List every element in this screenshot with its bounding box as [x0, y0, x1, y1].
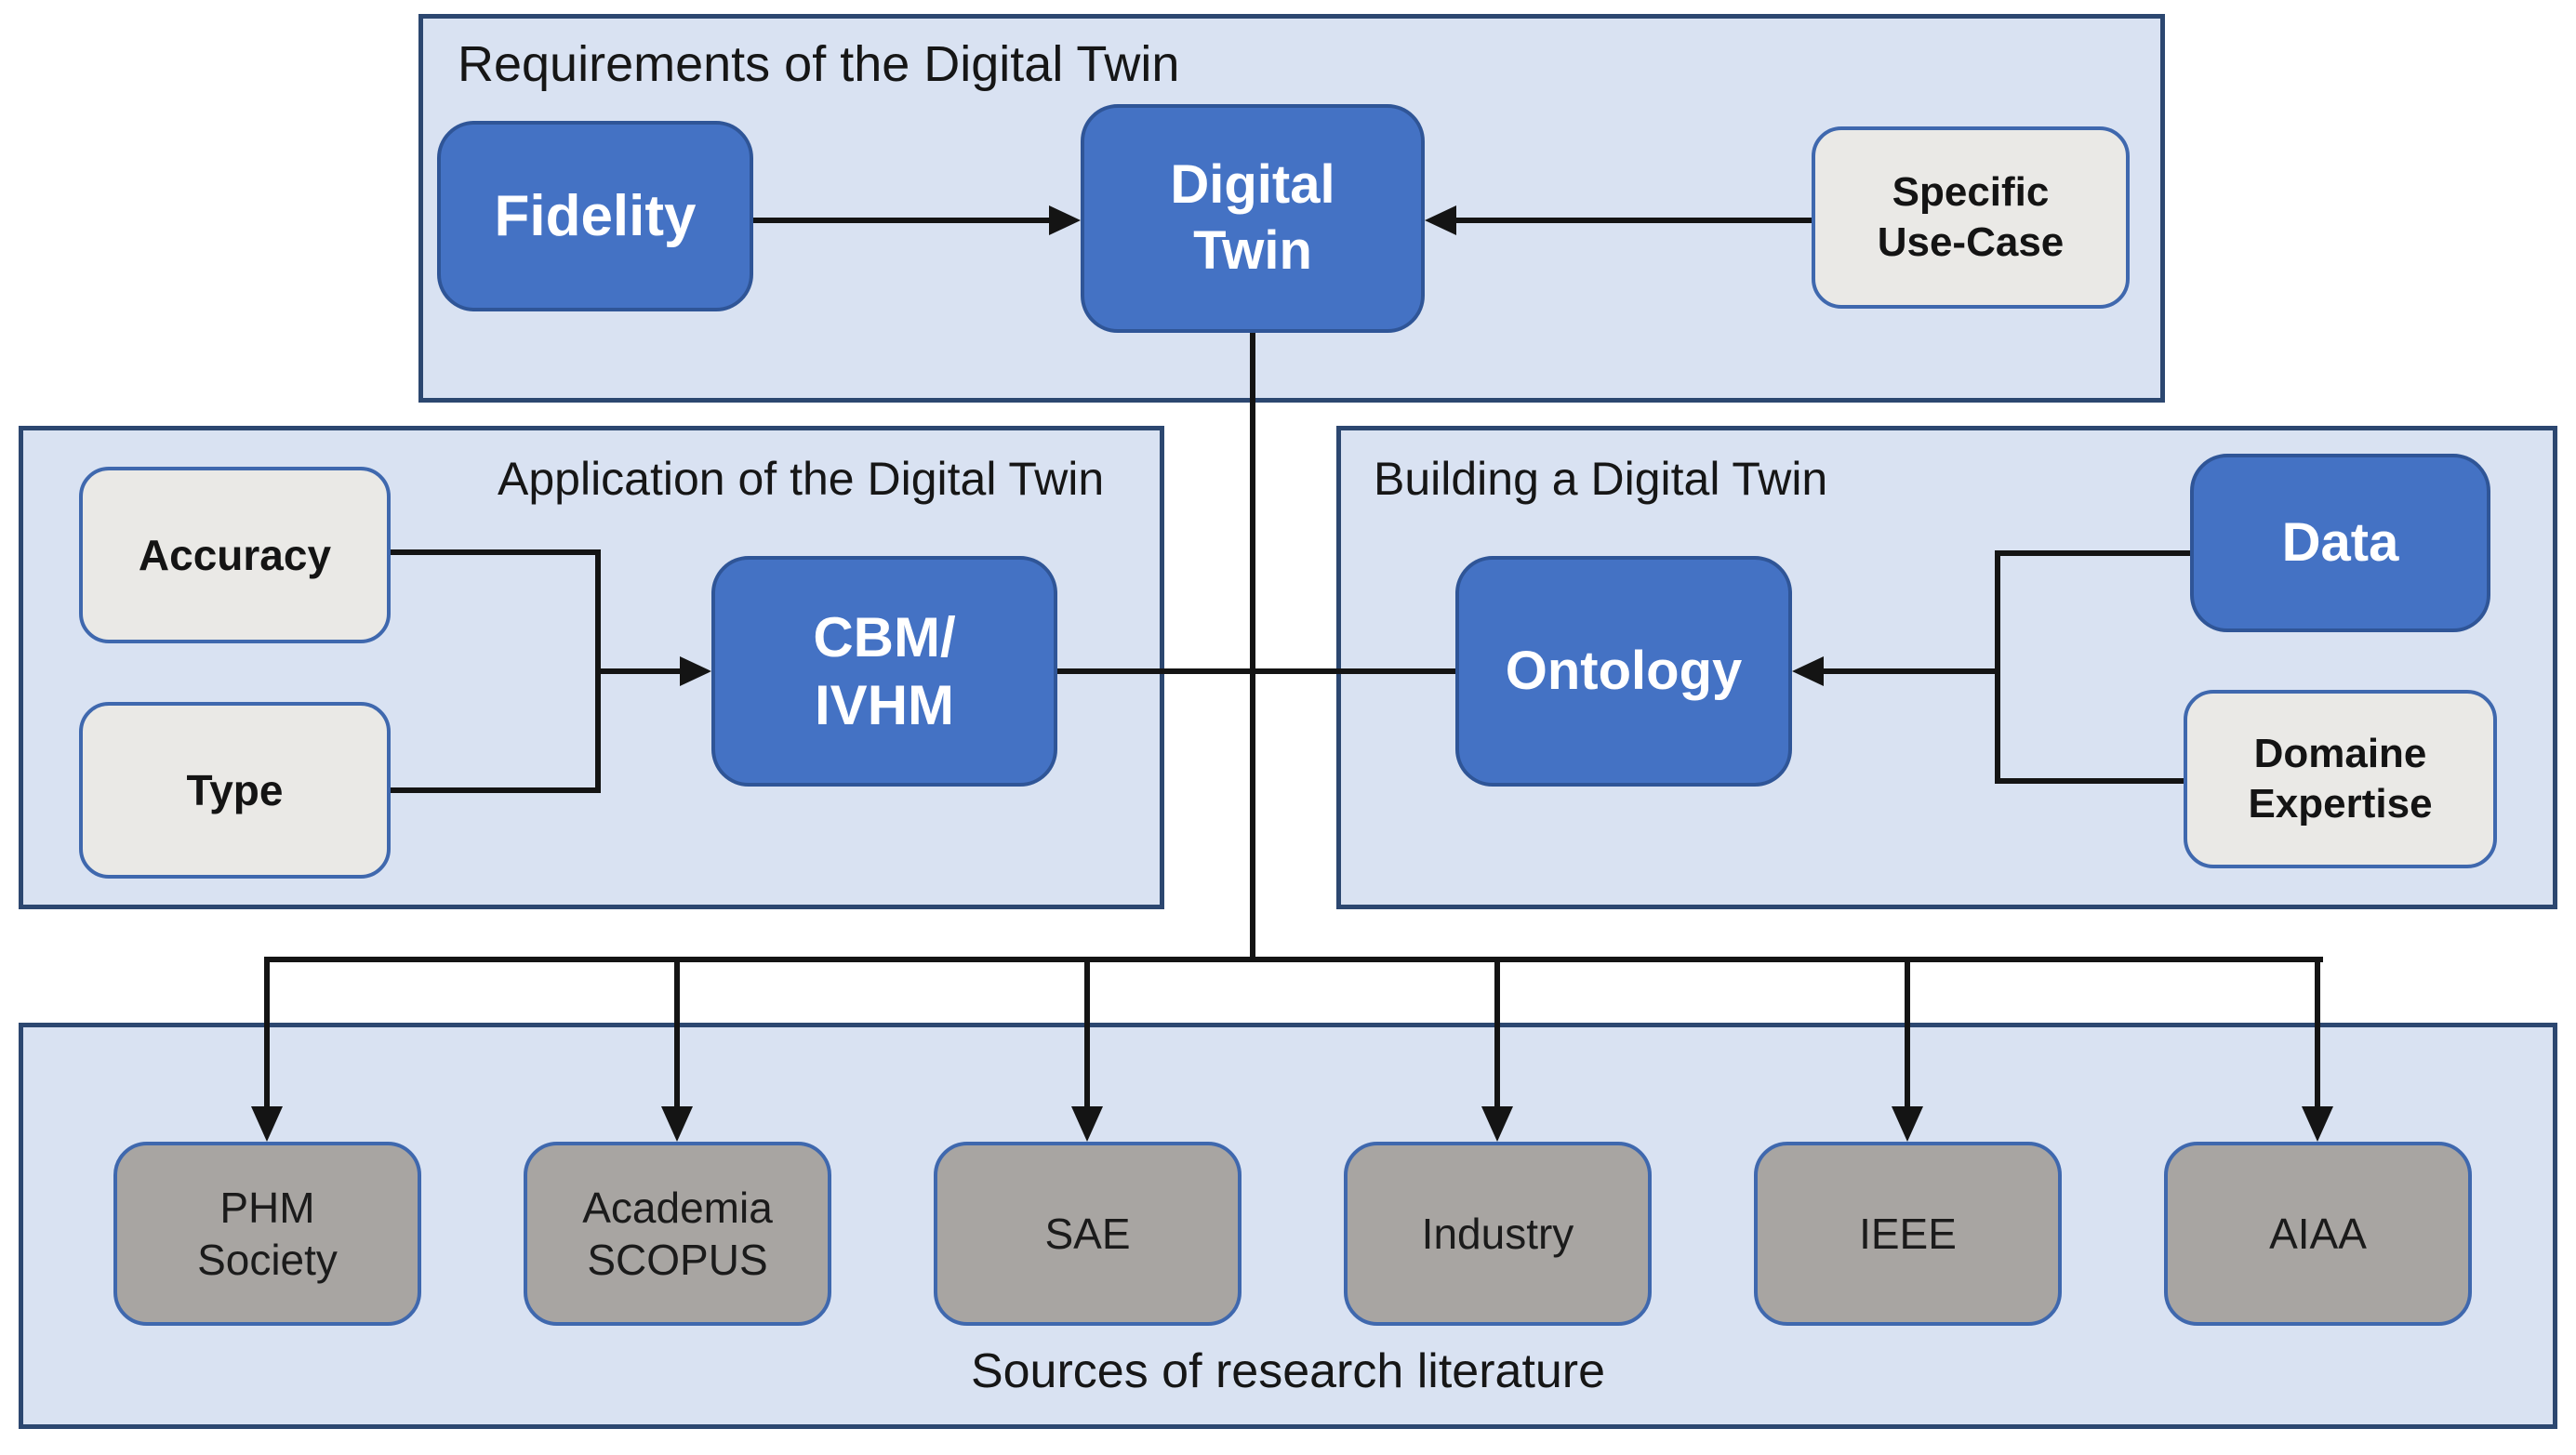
connector-fidelity-to-digitaltwin: [753, 218, 1053, 223]
arrowhead-into-digitaltwin-right: [1425, 205, 1456, 235]
accuracy-box: Accuracy: [79, 467, 391, 643]
sources-caption: Sources of research literature: [970, 1344, 1606, 1398]
connector-drop-sae: [1084, 957, 1090, 1108]
connector-drop-aiaa: [2315, 957, 2320, 1108]
source-box-phm-society: PHM Society: [113, 1142, 421, 1326]
type-box: Type: [79, 702, 391, 879]
connector-merge-to-ontology: [1824, 668, 2000, 674]
connector-usecase-to-digitaltwin: [1456, 218, 1813, 223]
source-box-ieee: IEEE: [1754, 1142, 2062, 1326]
digital-twin-box: Digital Twin: [1081, 104, 1425, 333]
connector-data-branch: [1998, 550, 2197, 556]
source-box-sae: SAE: [934, 1142, 1242, 1326]
connector-drop-ieee: [1905, 957, 1910, 1108]
connector-digitaltwin-trunk: [1250, 333, 1255, 962]
connector-domaine-branch: [1998, 778, 2184, 784]
connector-accuracy-branch: [391, 549, 601, 555]
arrowhead-into-ontology: [1792, 656, 1824, 686]
source-box-academia-scopus: Academia SCOPUS: [524, 1142, 831, 1326]
connector-drop-academia: [674, 957, 680, 1108]
requirements-panel-title: Requirements of the Digital Twin: [458, 36, 1180, 92]
arrowhead-into-sae: [1071, 1106, 1103, 1142]
connector-cbm-to-ontology: [1057, 668, 1455, 674]
arrowhead-into-digitaltwin-left: [1049, 205, 1081, 235]
connector-merge-to-cbm: [595, 668, 682, 674]
arrowhead-into-academia: [661, 1106, 693, 1142]
arrowhead-into-phm: [251, 1106, 283, 1142]
connector-drop-phm: [264, 957, 270, 1108]
domaine-expertise-box: Domaine Expertise: [2184, 690, 2497, 868]
arrowhead-into-industry: [1481, 1106, 1513, 1142]
ontology-box: Ontology: [1455, 556, 1792, 787]
connector-sources-distribution: [267, 957, 2323, 962]
source-box-industry: Industry: [1344, 1142, 1652, 1326]
sources-panel: [19, 1023, 2557, 1429]
arrowhead-into-aiaa: [2302, 1106, 2333, 1142]
fidelity-box: Fidelity: [437, 121, 753, 311]
connector-type-branch: [391, 787, 601, 793]
specific-use-case-box: Specific Use-Case: [1812, 126, 2130, 309]
building-panel-title: Building a Digital Twin: [1374, 453, 1828, 505]
arrowhead-into-cbm: [680, 656, 711, 686]
source-box-aiaa: AIAA: [2164, 1142, 2472, 1326]
cbm-ivhm-box: CBM/ IVHM: [711, 556, 1057, 787]
connector-drop-industry: [1494, 957, 1500, 1108]
arrowhead-into-ieee: [1892, 1106, 1923, 1142]
application-panel-title: Application of the Digital Twin: [498, 453, 1105, 505]
data-box: Data: [2190, 454, 2490, 632]
connector-data-domaine-merge: [1995, 550, 2000, 784]
